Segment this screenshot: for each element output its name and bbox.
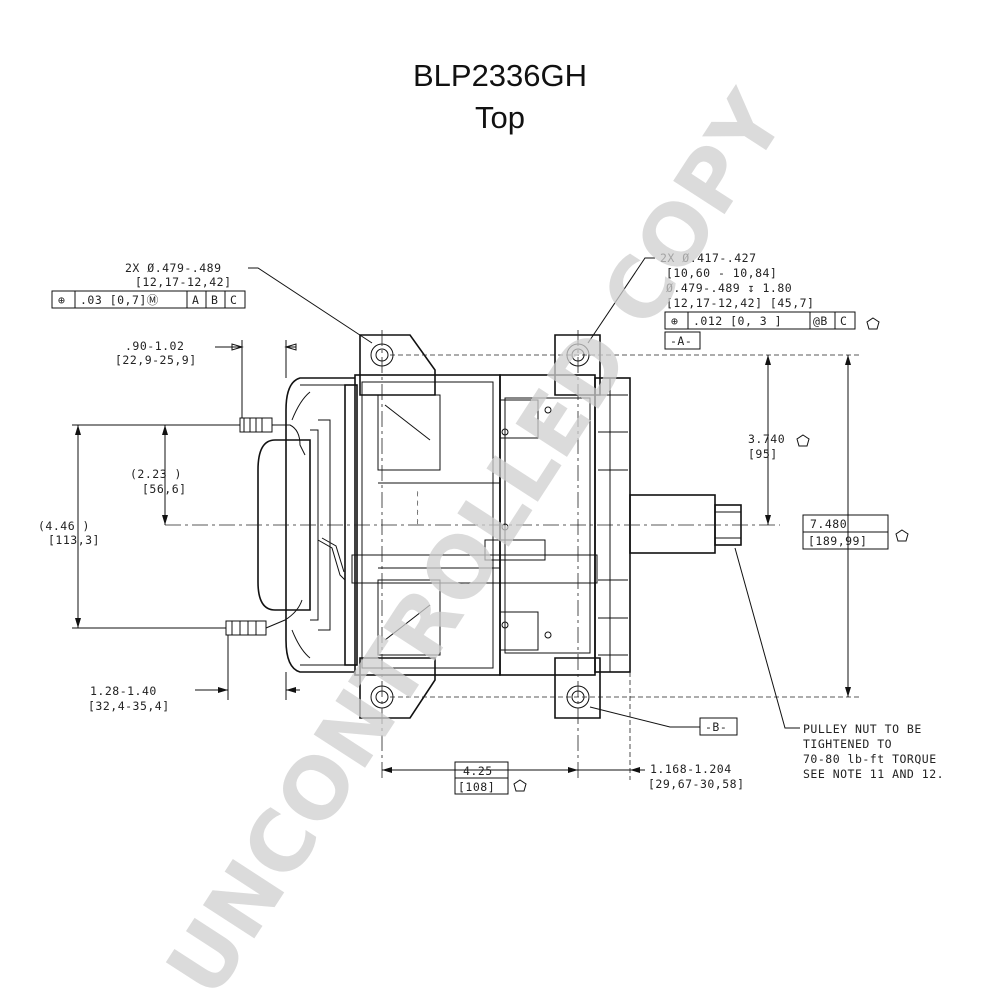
callout-line: [12,17-12,42] [45,7] [666,296,814,310]
dim-value: [113,3] [48,533,100,547]
callout-top-left-hole: 2X Ø.479-.489 [12,17-12,42] [125,261,232,289]
datum-a: -A- [664,331,701,350]
dim-value: [95] [748,447,778,461]
dim-value: 7.480 [810,517,847,531]
datum-b-label: -B- [705,720,727,734]
terminal-studs [225,417,306,636]
dim-value: [32,4-35,4] [88,699,170,713]
dim-value: 3.740 [748,432,785,446]
fcf-datum: C [840,314,847,328]
callout-line: Ø.479-.489 ↧ 1.80 [666,281,792,295]
dim-value: 1.168-1.204 [650,762,732,776]
dim-value: (2.23 ) [130,467,182,481]
fcf-datum: B [211,293,218,307]
note-line: TIGHTENED TO [803,737,892,751]
feature-control-frame-left: ⊕ .03 [0,7]Ⓜ A B C [51,290,246,309]
fcf-datum: C [230,293,237,307]
fcf-datum: A [192,293,199,307]
callout-line: [10,60 - 10,84] [666,266,777,280]
dim-half-terminal-spacing: (2.23 ) [56,6] [130,467,187,496]
dim-value: [189,99] [808,534,867,548]
dim-value: 1.28-1.40 [90,684,157,698]
dim-mount-spacing-horizontal: 4.25 [108] [454,761,527,795]
drawing-title: BLP2336GH [412,58,588,93]
note-line: PULLEY NUT TO BE [803,722,922,736]
callout-line: [12,17-12,42] [135,275,232,289]
drawing-view-label: Top [475,100,525,135]
dim-mount-spacing-vertical: 7.480 [189,99] [802,514,909,550]
position-symbol: ⊕ [58,293,65,307]
dim-value: 4.25 [463,764,493,778]
callout-line: 2X Ø.479-.489 [125,261,222,275]
feature-control-frame-right: ⊕ .012 [0, 3 ] @B C [664,311,880,330]
pulley-note: PULLEY NUT TO BE TIGHTENED TO 70-80 lb-f… [803,722,944,781]
callout-top-right-hole: 2X Ø.417-.427 [10,60 - 10,84] Ø.479-.489… [660,251,814,310]
note-line: SEE NOTE 11 AND 12. [803,767,944,781]
dim-value: [56,6] [142,482,187,496]
fcf-datum: @B [813,314,828,328]
dim-mount-to-face: 1.168-1.204 [29,67-30,58] [648,762,745,791]
svg-text:~ ~ ~ ~: ~ ~ ~ ~ [413,491,422,525]
dim-terminal-spacing: (4.46 ) [113,3] [38,519,100,547]
dim-lower-terminal: 1.28-1.40 [32,4-35,4] [88,684,170,713]
note-line: 70-80 lb-ft TORQUE [803,752,937,766]
fcf-tolerance: .012 [0, 3 ] [693,314,782,328]
dim-terminal-offset: .90-1.02 [22,9-25,9] [115,339,197,367]
fcf-tolerance: .03 [0,7]Ⓜ [80,293,159,307]
centerlines [165,330,860,780]
dim-value: [108] [458,780,495,794]
datum-b: -B- [699,717,738,736]
dim-mount-to-center: 3.740 [95] [748,432,810,461]
dimension-lines [72,257,851,773]
dim-value: [22,9-25,9] [115,353,197,367]
datum-a-label: -A- [670,334,692,348]
dim-value: (4.46 ) [38,519,90,533]
position-symbol: ⊕ [671,314,678,328]
callout-line: 2X Ø.417-.427 [660,251,757,265]
dim-value: [29,67-30,58] [648,777,745,791]
uncontrolled-copy-watermark: UNCONTROLLED COPY [148,75,805,1000]
dim-value: .90-1.02 [125,339,184,353]
